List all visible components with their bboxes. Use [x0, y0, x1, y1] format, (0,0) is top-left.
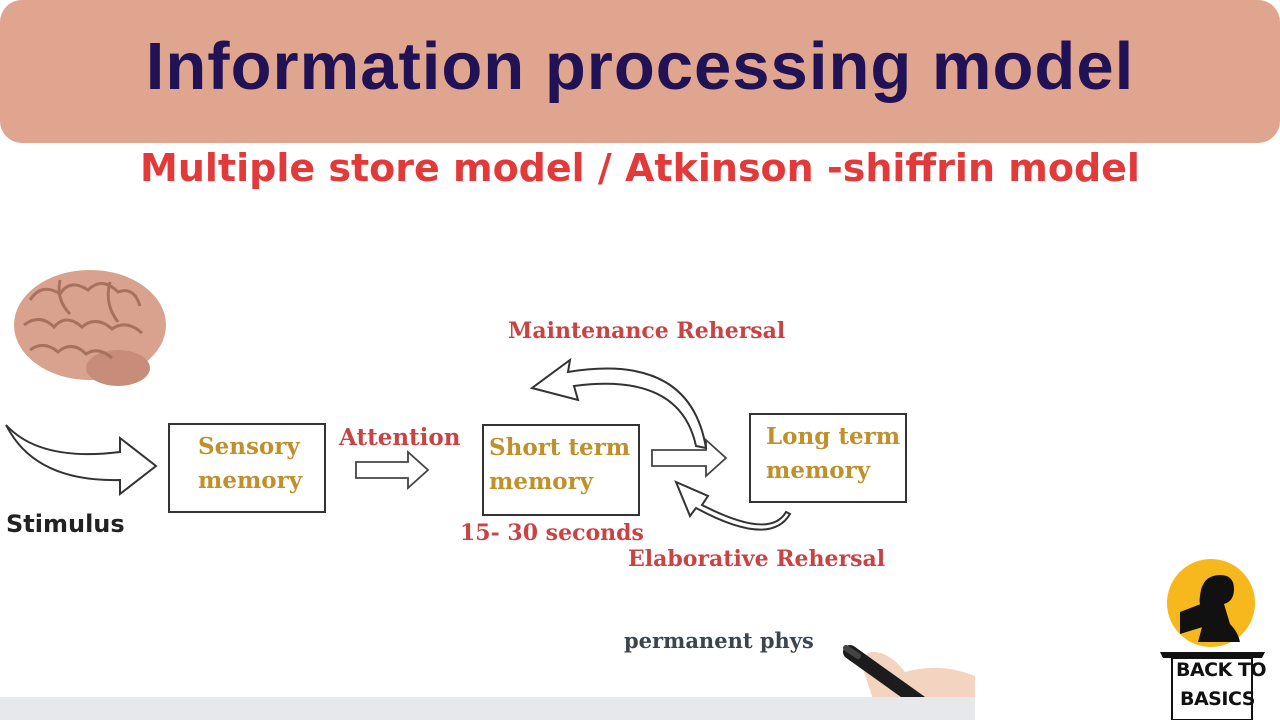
page-title: Information processing model [145, 29, 1135, 104]
attention-label: Attention [339, 424, 461, 451]
logo-line-2: BASICS [1180, 688, 1255, 710]
title-banner [0, 0, 1280, 143]
stm-to-ltm-arrow [651, 437, 728, 479]
maintenance-rehearsal-label: Maintenance Rehersal [508, 318, 786, 344]
stimulus-arrow [5, 424, 158, 497]
short-term-memory-box [482, 424, 640, 516]
handwriting-text: permanent phys [624, 628, 814, 653]
short-term-memory-label: Short term memory [489, 434, 631, 495]
elaborative-rehearsal-arrow [674, 480, 792, 531]
long-term-memory-box [749, 413, 907, 503]
page-subtitle: Multiple store model / Atkinson -shiffri… [140, 146, 1140, 190]
long-term-memory-label: Long term memory [766, 423, 901, 484]
logo-line-1: BACK TO [1176, 659, 1267, 681]
brain-icon [14, 270, 166, 386]
stimulus-label: Stimulus [6, 510, 125, 538]
maintenance-rehearsal-arrow [529, 357, 708, 450]
duration-label: 15- 30 seconds [460, 520, 644, 546]
back-to-basics-logo [1160, 559, 1265, 720]
bottom-strip [0, 697, 975, 720]
sensory-memory-label: Sensory memory [198, 433, 303, 494]
sensory-memory-box [168, 423, 326, 513]
attention-arrow [355, 449, 430, 491]
elaborative-rehearsal-label: Elaborative Rehersal [628, 546, 886, 572]
